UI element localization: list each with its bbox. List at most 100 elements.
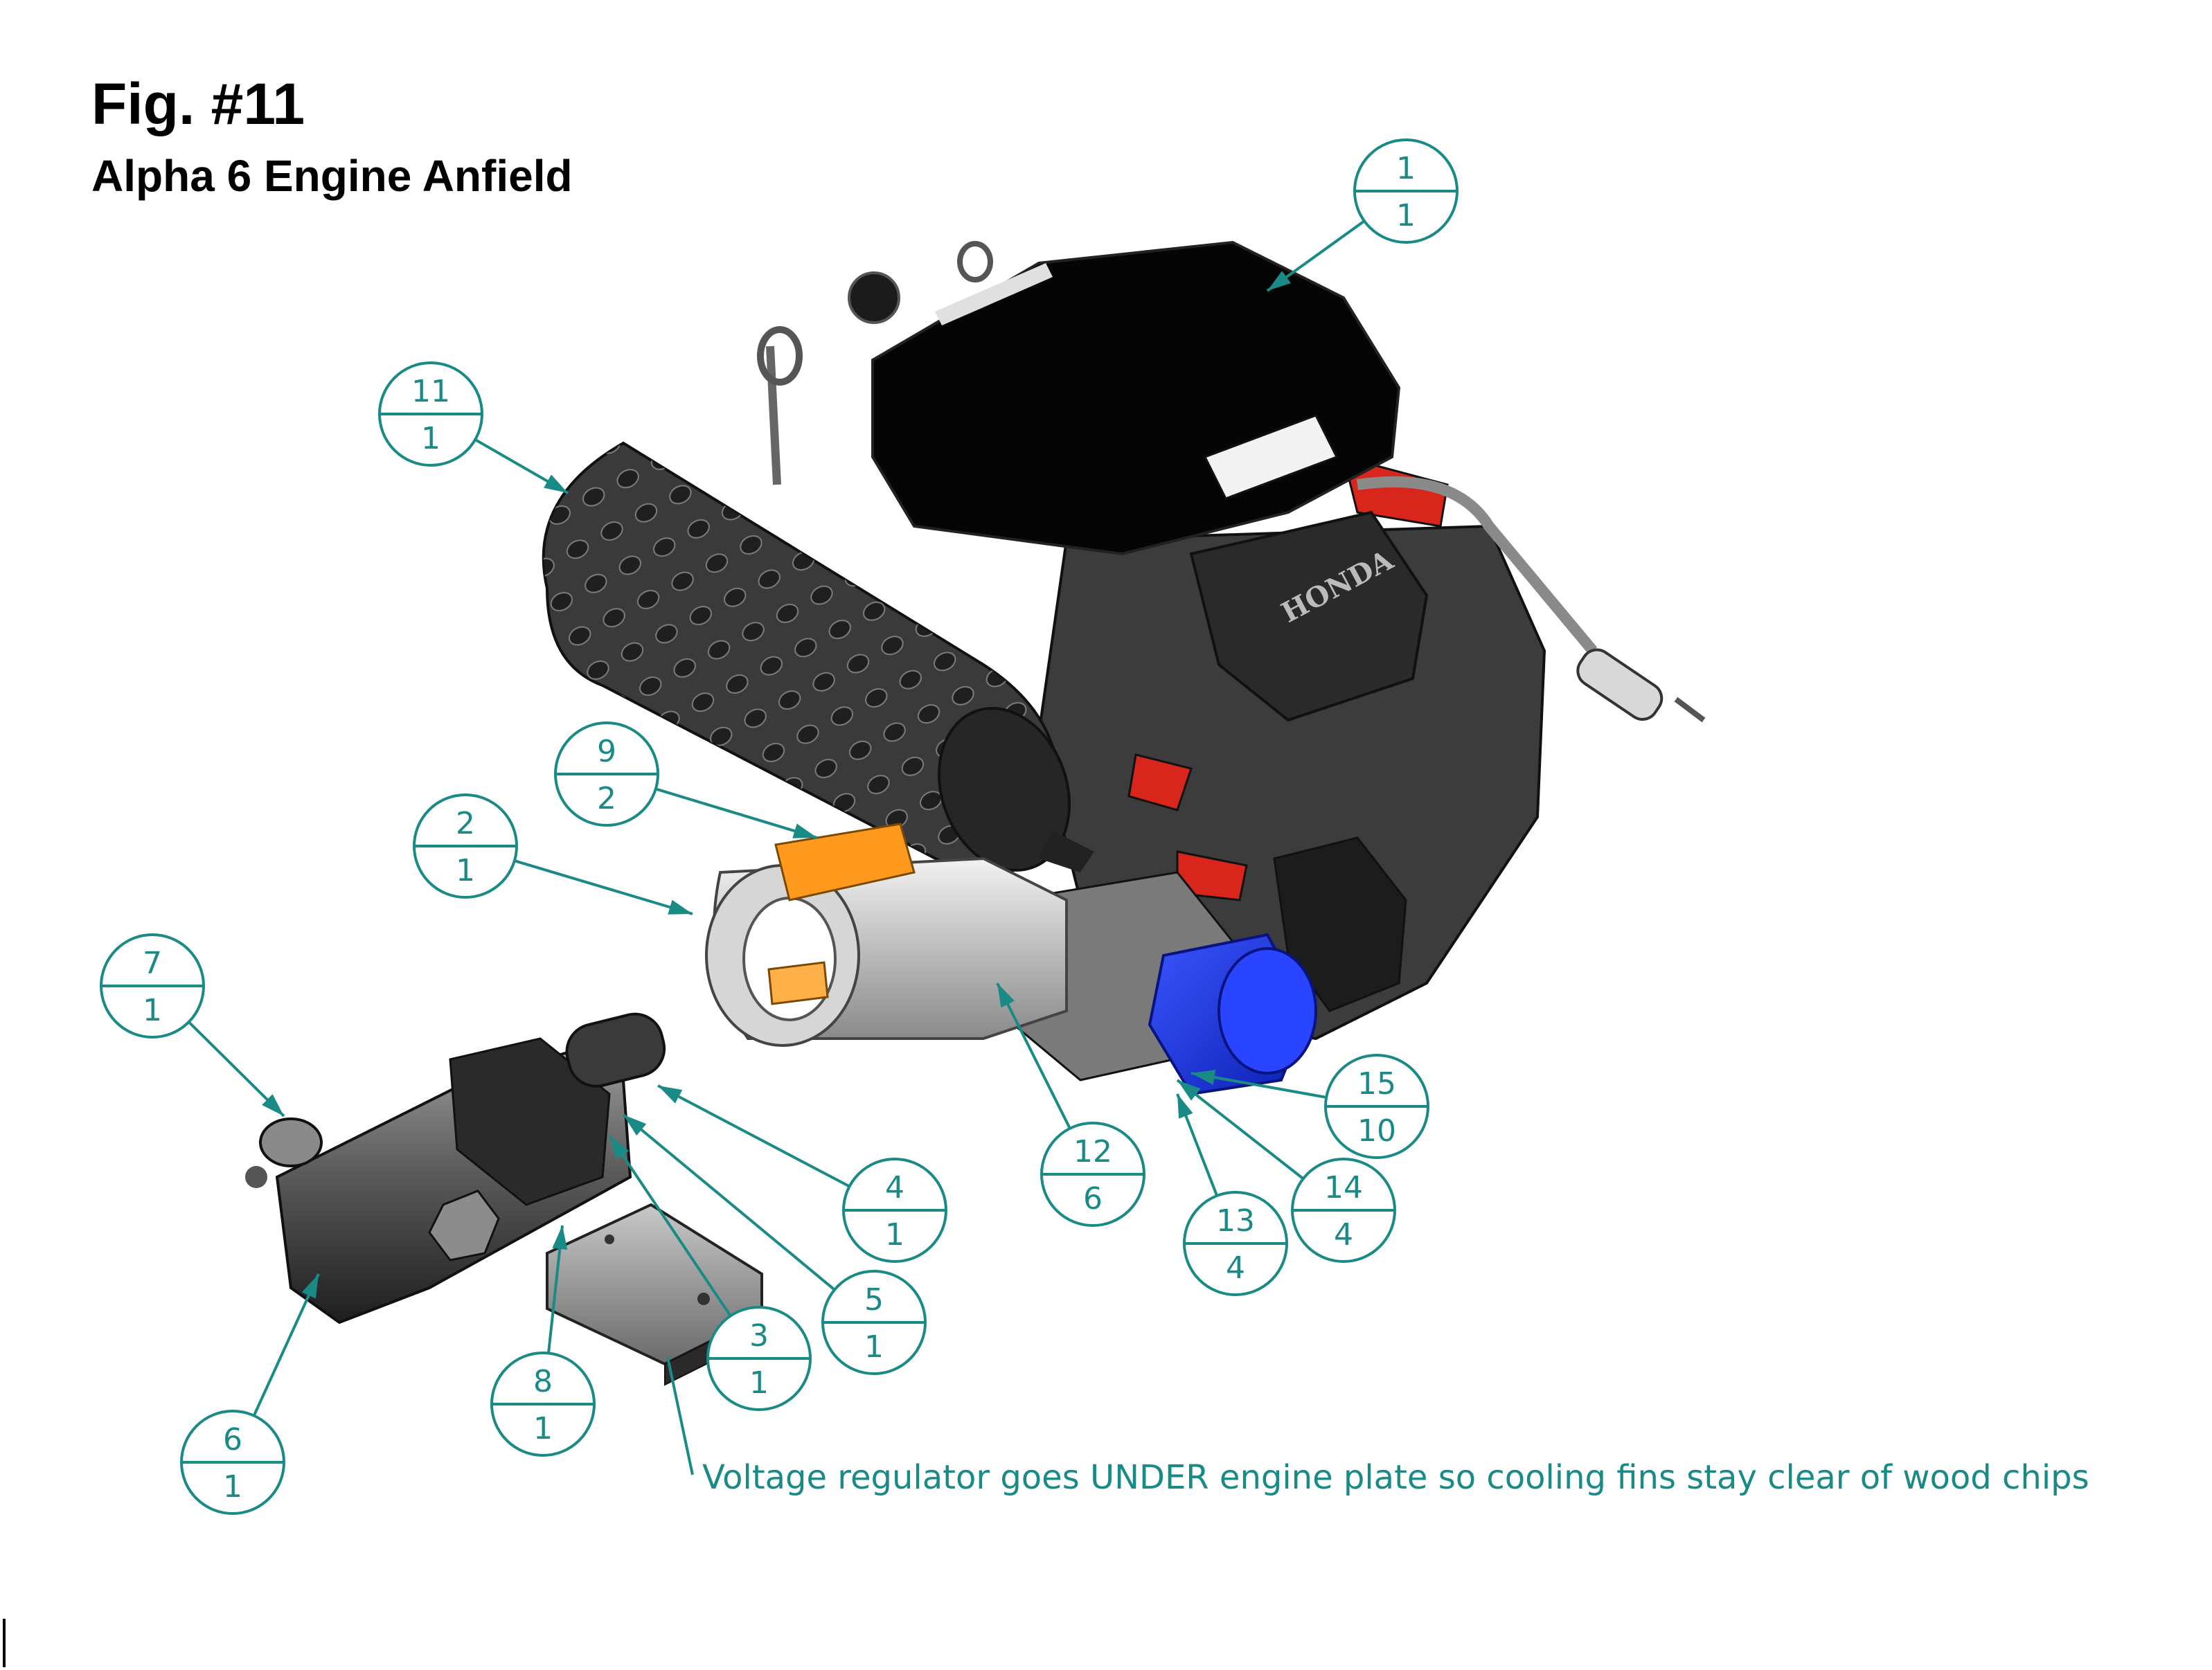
balloon-item-number: 2	[456, 806, 475, 841]
muffler-outlet	[1039, 831, 1094, 872]
balloon-item-number: 12	[1073, 1134, 1112, 1169]
regulator-mount-hole	[605, 1234, 614, 1244]
leader-arrowhead	[552, 1225, 568, 1250]
balloon-item-number: 8	[533, 1364, 553, 1399]
balloon-quantity: 1	[533, 1411, 553, 1446]
leader-arrowhead	[668, 899, 693, 915]
balloon-item-7: 71	[100, 933, 205, 1039]
leader-arrowhead	[792, 823, 817, 838]
muffler-end-cap	[937, 707, 1071, 872]
balloon-quantity: 4	[1334, 1217, 1353, 1252]
balloon-quantity: 1	[143, 993, 162, 1028]
engine-red-accent	[1127, 753, 1193, 811]
lifting-eye	[957, 241, 993, 282]
balloon-item-number: 4	[885, 1170, 904, 1205]
shroud-label	[1203, 414, 1339, 500]
balloon-item-number: 9	[597, 734, 616, 769]
balloon-item-number: 1	[1396, 151, 1416, 186]
coupling-insert	[774, 823, 916, 901]
leader-line	[514, 859, 693, 915]
balloon-quantity: 1	[223, 1469, 242, 1505]
leader-arrowhead	[1191, 1070, 1216, 1085]
muffler	[542, 441, 1094, 876]
balloon-item-number: 15	[1357, 1066, 1396, 1102]
balloon-item-1: 11	[1353, 138, 1459, 244]
fuel-filter	[1576, 648, 1664, 721]
leader-line	[1176, 1079, 1304, 1180]
leader-line	[655, 787, 818, 839]
hydraulic-pump	[245, 1012, 666, 1325]
balloon-item-6: 61	[180, 1410, 285, 1515]
dipstick	[766, 345, 781, 485]
engine-assembly: HONDA	[757, 240, 1706, 1096]
balloon-item-number: 14	[1324, 1170, 1363, 1205]
pump-flange	[449, 1037, 611, 1206]
balloon-item-14: 144	[1291, 1158, 1396, 1263]
leader-arrowhead	[1177, 1094, 1193, 1119]
balloon-quantity: 1	[864, 1329, 884, 1365]
balloon-quantity: 1	[456, 853, 475, 888]
page-margin-mark	[3, 1619, 6, 1667]
leader-line	[608, 1134, 732, 1317]
figure-title: Fig. #11	[91, 71, 305, 136]
leader-arrowhead	[1177, 1080, 1201, 1101]
balloon-item-number: 11	[411, 374, 450, 409]
leader-arrowhead	[658, 1086, 683, 1104]
coupling-insert-lower	[767, 961, 829, 1005]
pump-shaft	[565, 1012, 666, 1088]
balloon-quantity: 10	[1357, 1113, 1396, 1149]
balloon-item-8: 81	[490, 1352, 596, 1457]
coupling-bell-housing	[705, 823, 1068, 1047]
leader-arrowhead	[544, 474, 568, 493]
balloon-quantity: 1	[1396, 198, 1416, 233]
balloon-item-12: 126	[1040, 1122, 1145, 1227]
regulator-mount-hole	[697, 1293, 710, 1305]
balloon-quantity: 2	[597, 781, 616, 816]
leader-arrowhead	[623, 1115, 647, 1136]
balloon-quantity: 1	[885, 1217, 904, 1252]
note-leader-line	[666, 1356, 694, 1475]
leader-arrowhead	[262, 1094, 284, 1116]
leader-arrowhead	[997, 983, 1015, 1008]
oil-filter	[1148, 933, 1317, 1096]
balloon-quantity: 6	[1083, 1181, 1103, 1216]
leader-line	[622, 1113, 836, 1291]
assembly-note: Voltage regulator goes UNDER engine plat…	[702, 1458, 2089, 1497]
balloon-item-number: 13	[1216, 1203, 1255, 1239]
leader-line	[252, 1273, 320, 1417]
balloon-item-number: 3	[749, 1318, 769, 1354]
balloon-quantity: 4	[1226, 1250, 1245, 1286]
balloon-item-13: 134	[1183, 1191, 1288, 1296]
leader-line	[996, 982, 1071, 1129]
engine-cylinder-head	[1189, 510, 1429, 722]
fuel-filter-stem	[1674, 697, 1706, 723]
balloon-item-number: 6	[223, 1422, 242, 1457]
fuel-line	[1356, 476, 1598, 655]
pump-relief-spring	[259, 1117, 323, 1167]
callout-leaders	[188, 219, 1366, 1475]
balloon-item-number: 7	[143, 946, 162, 981]
balloon-item-9: 92	[554, 721, 659, 827]
leader-arrowhead	[1267, 271, 1292, 291]
figure-subtitle: Alpha 6 Engine Anfield	[91, 151, 573, 201]
balloon-item-number: 5	[864, 1282, 884, 1318]
engine-shroud	[871, 240, 1401, 556]
balloon-item-11: 111	[378, 361, 483, 467]
dipstick-ring	[757, 326, 803, 386]
oil-fill-cap	[848, 271, 900, 324]
balloon-quantity: 1	[421, 421, 440, 456]
pump-fitting	[245, 1166, 267, 1188]
shroud-top-label	[935, 263, 1053, 325]
balloon-item-2: 21	[413, 793, 518, 899]
leader-arrowhead	[301, 1274, 319, 1299]
balloon-item-4: 41	[842, 1158, 947, 1263]
leader-arrowhead	[609, 1135, 630, 1160]
engine-red-accent	[1341, 455, 1449, 528]
leader-line	[657, 1084, 850, 1188]
balloon-quantity: 1	[749, 1365, 769, 1401]
balloon-item-5: 51	[821, 1270, 927, 1375]
pump-plug-hex	[428, 1189, 500, 1262]
